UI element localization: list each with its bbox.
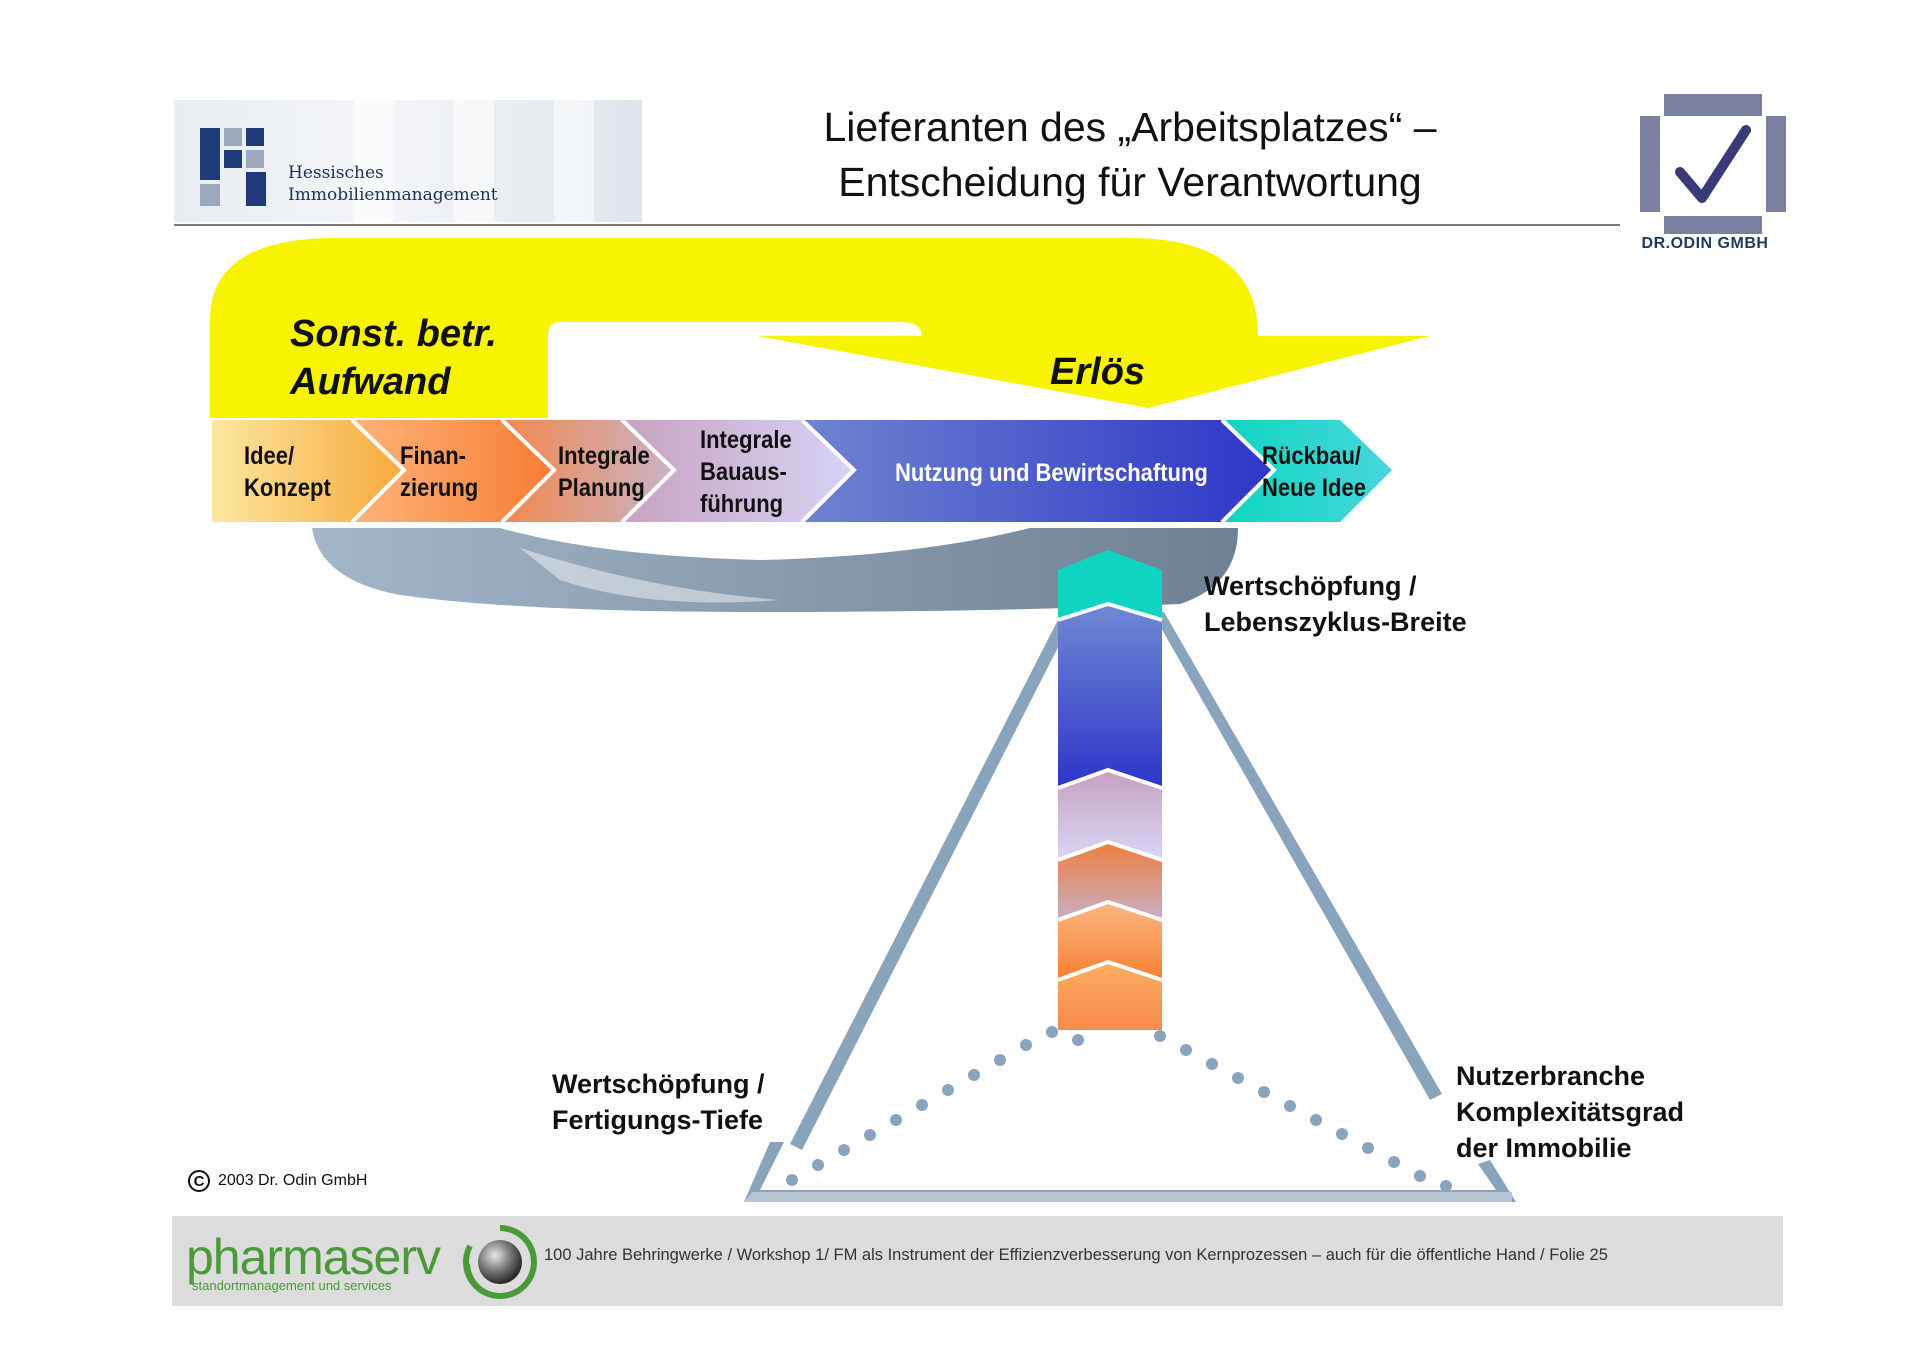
company-logo-text: DR.ODIN GMBH — [1641, 235, 1769, 252]
revenue-label: Erlös — [1050, 351, 1146, 393]
copyright-text: 2003 Dr. Odin GmbH — [218, 1172, 368, 1189]
pharmaserv-globe-icon — [463, 1225, 537, 1299]
pharmaserv-brand: pharmaserv — [186, 1229, 441, 1285]
dotted-edges — [786, 1026, 1452, 1192]
return-arrow-grey — [312, 528, 1238, 612]
stage-label-finanzierung: Finan- zierung — [400, 442, 479, 502]
axis-label-depth: Wertschöpfung / Fertigungs-Tiefe — [552, 1069, 765, 1135]
vchevron-integrale-planung — [1058, 842, 1162, 920]
feedback-cost-label: Sonst. betr. Aufwand — [290, 313, 497, 403]
vchevron-integrale-bauausfuehrung — [1058, 770, 1162, 860]
vchevron-rueckbau-neue-idee — [1058, 550, 1162, 620]
logo-text: Hessisches Immobilienmanagement — [288, 163, 498, 205]
stage-label-idee-konzept: Idee/ Konzept — [244, 442, 331, 502]
axis-label-complexity: Nutzerbranche Komplexitätsgrad der Immob… — [1456, 1061, 1685, 1163]
checkmark-logo-icon — [1640, 94, 1786, 234]
copyright-notice: C 2003 Dr. Odin GmbH — [188, 1170, 367, 1192]
stage-label-rueckbau-neue-idee: Rückbau/ Neue Idee — [1262, 442, 1366, 502]
slide-title: Lieferanten des „Arbeitsplatzes“ – Entsc… — [823, 104, 1437, 205]
vertical-chevron-stack — [1057, 550, 1163, 1030]
chevron-idee-konzept — [212, 420, 404, 522]
vchevron-finanzierung — [1058, 902, 1162, 980]
value-chain-chevrons — [212, 418, 1392, 524]
stage-label-nutzung-bewirtschaftung: Nutzung und Bewirtschaftung — [895, 459, 1208, 487]
header-divider — [174, 224, 1620, 226]
axis-label-breadth: Wertschöpfung / Lebenszyklus-Breite — [1204, 571, 1467, 637]
copyright-icon: C — [188, 1170, 210, 1192]
feedback-arrow-yellow — [210, 238, 1430, 418]
chevron-integrale-planung — [502, 420, 674, 522]
chevron-finanzierung — [352, 420, 554, 522]
chevron-nutzung-bewirtschaftung — [802, 420, 1274, 522]
hessisches-immobilienmanagement-logo: Hessisches Immobilienmanagement — [174, 100, 642, 222]
chevron-integrale-bauausfuehrung — [622, 420, 854, 522]
vchevron-nutzung-bewirtschaftung — [1058, 604, 1162, 788]
stage-label-integrale-bauausfuehrung: Integrale Bauaus- führung — [700, 426, 792, 518]
vchevron-idee-konzept — [1058, 962, 1162, 1030]
footer-bar: pharmaserv standortmanagement und servic… — [172, 1216, 1783, 1306]
triangle-frame — [744, 612, 1516, 1202]
logo-mark-icon — [200, 128, 266, 206]
footer-caption: 100 Jahre Behringwerke / Workshop 1/ FM … — [544, 1246, 1608, 1264]
stage-label-integrale-planung: Integrale Planung — [558, 442, 650, 502]
pharmaserv-tagline: standortmanagement und services — [192, 1278, 392, 1293]
chevron-rueckbau-neue-idee — [1222, 420, 1392, 522]
